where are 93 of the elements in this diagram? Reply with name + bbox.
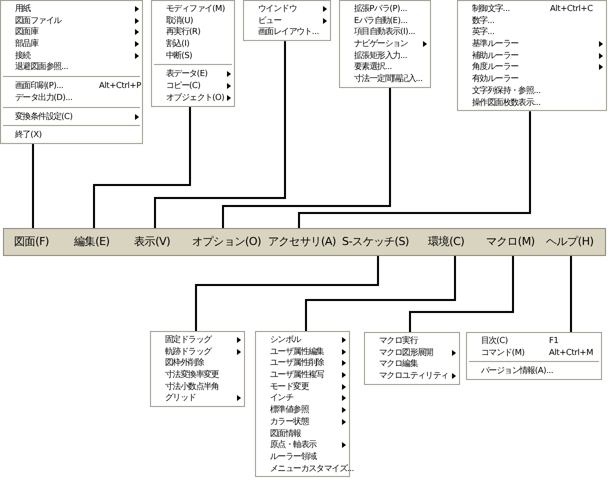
menu-item: 拡張Pパラ(P)...: [354, 3, 408, 15]
connector-line: [305, 255, 456, 331]
menu-item: 寸法小数点半角: [165, 380, 219, 392]
menu-item: 画面印刷(P)...: [15, 80, 64, 92]
menu-item: 目次(C): [481, 335, 508, 347]
menu-item: 原点・軸表示: [270, 439, 316, 451]
menu-item: マクロ図形展開: [379, 346, 433, 358]
menu-item: 寸法一定間隔記入...: [354, 73, 423, 85]
menu-item: 割込(I): [166, 38, 190, 50]
dropdown-menu: [243, 0, 331, 42]
menu-item: Eパラ自動(E)...: [354, 14, 408, 26]
menu-item: コピー(C): [166, 80, 200, 92]
menu-item: 補助ルーラー: [472, 50, 518, 62]
menu-item: 図面情報: [270, 428, 301, 440]
shortcut-text: Alt+Ctrl+C: [550, 3, 593, 15]
menu-item: 変換条件設定(C): [15, 110, 73, 122]
menu-item: 退避図面参照...: [15, 61, 68, 74]
menu-item: ウインドウ: [258, 3, 297, 15]
menu-item: バージョン情報(A)...: [481, 365, 554, 378]
menu-item: モード変更: [270, 380, 309, 392]
menu-item: データ出力(D)...: [15, 92, 72, 104]
shortcut-text: F1: [549, 335, 558, 347]
connector-line: [32, 144, 34, 229]
menu-item: 標準値参照: [270, 404, 309, 416]
menu-item: 要素選択...: [354, 61, 392, 74]
dropdown-menu: [339, 0, 431, 88]
menu-item: ルーラー領域: [270, 450, 316, 463]
menu-item: カラー状態: [270, 416, 309, 428]
dropdown-menu: [0, 0, 143, 144]
menu-item: マクロ実行: [379, 335, 418, 347]
menu-item: ユーザ属性複写: [270, 369, 324, 381]
menu-item: 画面レイアウト...: [258, 26, 319, 38]
menu-item: モディファイ(M): [166, 3, 225, 15]
menu-bar-item: S-スケッチ(S): [342, 229, 409, 255]
menu-item: 英字...: [472, 26, 494, 38]
menu-item: 文字列保持・参照...: [472, 84, 541, 97]
connector-line: [298, 111, 531, 229]
menu-item: 固定ドラッグ: [165, 334, 212, 346]
menu-bar: [3, 228, 606, 256]
menu-item: 拡張矩形入力...: [354, 50, 408, 62]
menu-item: 図枠外削除: [165, 357, 204, 370]
dropdown-menu: [457, 0, 607, 112]
menu-bar-item: 表示(V): [134, 229, 170, 255]
shortcut-text: Alt+Ctrl+P: [99, 80, 141, 92]
menu-item: 部品庫: [15, 38, 38, 50]
menu-item: メニューカスタマイズ...: [270, 462, 354, 474]
menu-item: 用紙: [15, 3, 30, 15]
dropdown-menu: [150, 331, 245, 408]
menu-item: 取消(U): [166, 14, 194, 26]
menu-item: 図面庫: [15, 26, 38, 38]
connector-line: [409, 255, 514, 332]
connector-line: [570, 255, 572, 332]
connector-line: [154, 41, 286, 229]
menu-item: 中断(S): [166, 50, 192, 62]
menu-item: 表データ(E): [166, 68, 208, 80]
connector-line: [195, 255, 379, 331]
dropdown-menu: [466, 332, 602, 380]
menu-item: ビュー: [258, 14, 282, 26]
menu-item: コマンド(M): [481, 346, 525, 358]
menu-item: ユーザ属性削除: [270, 357, 324, 370]
menu-item: 基準ルーラー: [472, 38, 518, 50]
menu-item: オブジェクト(O): [166, 92, 224, 104]
connector-line: [93, 106, 191, 229]
menu-item: 軌跡ドラッグ: [165, 346, 212, 358]
dropdown-menu: [364, 332, 460, 385]
menu-item: 寸法変換率変更: [165, 369, 219, 381]
menu-item: 角度ルーラー: [472, 61, 518, 74]
menu-item: 再実行(R): [166, 26, 200, 38]
dropdown-menu: [151, 0, 235, 106]
connector-line: [222, 88, 391, 229]
menu-item: インチ: [270, 392, 294, 404]
menu-item: 操作図面枚数表示...: [472, 96, 541, 108]
menu-item: グリッド: [165, 392, 196, 404]
menu-item: 終了(X): [15, 129, 42, 141]
menu-item: 図面ファイル: [15, 14, 62, 26]
menu-bar-item: オプション(O): [192, 229, 262, 255]
menu-item: マクロユティリティ: [379, 370, 448, 382]
menu-item: 有効ルーラー: [472, 73, 518, 85]
menu-item: シンボル: [270, 334, 301, 346]
menu-item: 接続: [15, 50, 30, 62]
menu-item: 項目自動表示(I)...: [354, 26, 416, 38]
menu-bar-item: ヘルプ(H): [546, 229, 594, 255]
shortcut-text: Alt+Ctrl+M: [549, 346, 594, 358]
menu-item: 数字...: [472, 14, 494, 26]
menu-bar-item: 図面(F): [14, 229, 49, 255]
menu-item: マクロ編集: [379, 358, 418, 370]
menu-bar-item: マクロ(M): [486, 229, 535, 255]
menu-item: ナビゲーション: [354, 38, 408, 50]
menu-item: ユーザ属性編集: [270, 346, 324, 358]
menu-bar-item: 編集(E): [74, 229, 110, 255]
menu-bar-item: 環境(C): [428, 229, 464, 255]
menu-bar-item: アクセサリ(A): [268, 229, 336, 255]
menu-item: 制御文字...: [472, 3, 510, 15]
